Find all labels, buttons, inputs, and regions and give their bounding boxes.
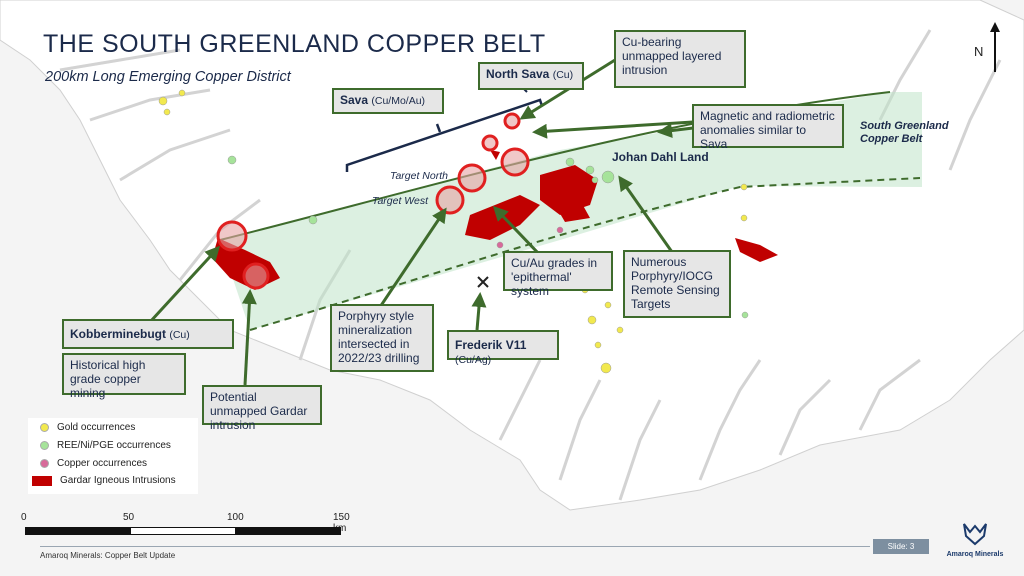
frederik-sub: (Cu/Ag) — [455, 354, 492, 366]
callout-numerous: Numerous Porphyry/IOCG Remote Sensing Ta… — [623, 250, 731, 318]
frederik-name: Frederik V11 — [455, 338, 527, 352]
legend: Gold occurrences REE/Ni/PGE occurrences … — [28, 418, 198, 494]
belt-label-line1: South Greenland — [860, 120, 949, 132]
crossed-hammers-icon — [477, 276, 489, 288]
target-sava-2 — [500, 147, 530, 177]
sava-bracket — [345, 98, 544, 172]
scale-tick-0: 0 — [21, 512, 27, 523]
target-north — [457, 163, 487, 193]
target-circles — [216, 112, 530, 290]
north-arrow: N — [972, 22, 1002, 76]
callout-sava: Sava (Cu/Mo/Au) — [332, 88, 444, 114]
north-sava-name: North Sava — [486, 67, 550, 81]
sava-name: Sava — [340, 93, 369, 107]
legend-copper-label: Copper occurrences — [57, 458, 148, 469]
sava-sub: (Cu/Mo/Au) — [371, 95, 426, 107]
porphyry-style-text: Porphyry style mineralization intersecte… — [338, 309, 420, 365]
occurrences — [158, 89, 749, 374]
callout-potential: Potential unmapped Gardar intrusion — [202, 385, 322, 432]
potential-text: Potential unmapped Gardar intrusion — [210, 390, 308, 432]
gold-dot-icon — [40, 423, 49, 432]
legend-gardar-label: Gardar Igneous Intrusions — [60, 475, 176, 486]
ree-dot-icon — [40, 441, 49, 450]
callout-cu-au: Cu/Au grades in 'epithermal' system — [503, 251, 613, 298]
target-sava-1 — [481, 134, 499, 152]
legend-ree: REE/Ni/PGE occurrences — [40, 440, 171, 451]
callout-magnetic: Magnetic and radiometric anomalies simil… — [692, 104, 844, 151]
footer-divider — [40, 546, 870, 547]
target-kobberminebugt — [216, 220, 248, 252]
belt-bottom-line — [249, 177, 921, 331]
historical-text: Historical high grade copper mining — [70, 358, 146, 400]
brand-logo: Amaroq Minerals — [940, 522, 1010, 562]
cu-au-text: Cu/Au grades in 'epithermal' system — [511, 256, 598, 298]
legend-gold: Gold occurrences — [40, 422, 135, 433]
legend-ree-label: REE/Ni/PGE occurrences — [57, 440, 171, 451]
scale-tick-100: 100 — [227, 512, 244, 523]
label-target-north: Target North — [390, 170, 448, 182]
label-belt: South Greenland Copper Belt — [860, 120, 949, 146]
gardar-rect-icon — [32, 475, 52, 486]
fox-logo-icon — [963, 523, 987, 546]
magnetic-text: Magnetic and radiometric anomalies simil… — [700, 109, 835, 151]
label-johan-dahl: Johan Dahl Land — [612, 150, 709, 164]
kobberminebugt-sub: (Cu) — [169, 329, 190, 341]
scale-tick-50: 50 — [123, 512, 135, 523]
page-title: THE SOUTH GREENLAND COPPER BELT — [43, 30, 546, 58]
callout-porphyry-style: Porphyry style mineralization intersecte… — [330, 304, 434, 372]
callout-frederik: Frederik V11 (Cu/Ag) — [447, 330, 559, 366]
north-label: N — [974, 44, 984, 59]
brand-name: Amaroq Minerals — [946, 551, 1004, 558]
legend-gold-label: Gold occurrences — [57, 422, 136, 433]
legend-gardar: Gardar Igneous Intrusions — [32, 475, 176, 486]
cu-bearing-text: Cu-bearing unmapped layered intrusion — [622, 35, 722, 77]
callout-cu-bearing: Cu-bearing unmapped layered intrusion — [614, 30, 746, 88]
kobberminebugt-name: Kobberminebugt — [70, 327, 166, 341]
callout-historical: Historical high grade copper mining — [62, 353, 186, 400]
label-target-west: Target West — [372, 195, 429, 207]
numerous-text: Numerous Porphyry/IOCG Remote Sensing Ta… — [631, 255, 720, 311]
scale-segment-1 — [25, 527, 131, 535]
callout-kobberminebugt: Kobberminebugt (Cu) — [62, 319, 234, 349]
slide-number-badge: Slide: 3 — [873, 539, 929, 554]
fjords — [59, 29, 1002, 501]
footer-text: Amaroq Minerals: Copper Belt Update — [40, 551, 176, 560]
page-subtitle: 200km Long Emerging Copper District — [45, 69, 291, 85]
sava-bracket-tick — [435, 123, 442, 133]
target-north-sava — [503, 112, 521, 130]
target-west — [435, 185, 465, 215]
copper-dot-icon — [40, 459, 49, 468]
scale-segment-3 — [235, 527, 341, 535]
belt-label-line2: Copper Belt — [860, 133, 923, 145]
north-arrow-head — [990, 22, 1000, 32]
scale-segment-2 — [130, 527, 236, 535]
target-gardar — [242, 262, 270, 290]
callout-north-sava: North Sava (Cu) — [478, 62, 584, 90]
legend-copper: Copper occurrences — [40, 458, 147, 469]
north-sava-sub: (Cu) — [552, 69, 574, 81]
